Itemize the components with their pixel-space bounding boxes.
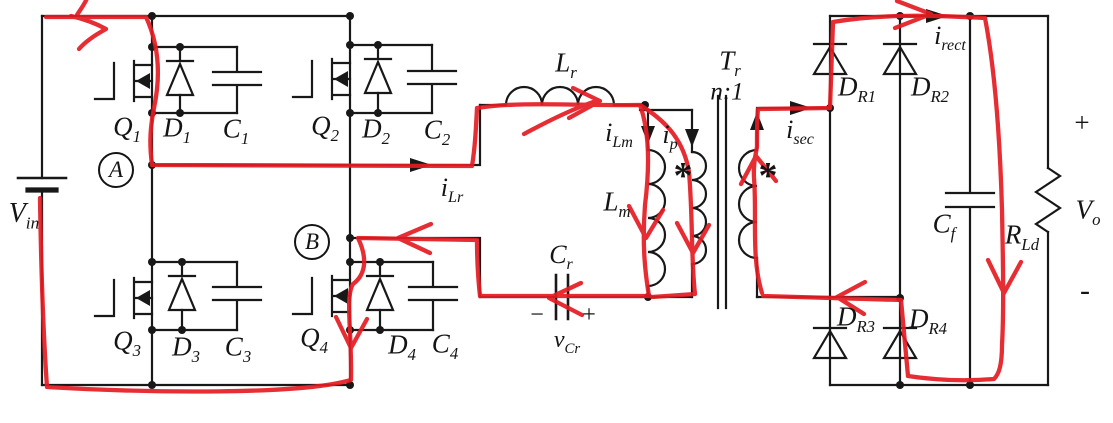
transformer-core (716, 94, 728, 310)
label-cr-minus: − (530, 302, 544, 328)
secondary-current-loop (751, 13, 1006, 383)
label-q2: Q2 (311, 110, 339, 145)
label-ip: ip (662, 120, 678, 154)
diode-d3 (167, 260, 197, 332)
label-isec: isec (786, 115, 814, 149)
label-ilm: iLm (605, 118, 633, 152)
diode-d1 (165, 45, 195, 115)
label-dr2: DR2 (910, 71, 950, 106)
diode-d4 (365, 260, 395, 332)
label-c2: C2 (423, 114, 451, 149)
label-c1: C1 (222, 113, 250, 148)
label-d3: D3 (172, 331, 200, 366)
label-c3: C3 (224, 331, 252, 366)
secondary-bottom-left-arrowhead (834, 279, 868, 317)
diode-d2 (363, 43, 393, 115)
secondary-up-arrowhead (738, 153, 779, 187)
mosfet-q2 (291, 43, 434, 115)
secondary-dot-marker: * (758, 155, 778, 197)
current-annotations (37, 0, 1024, 394)
capacitor-c1 (211, 45, 263, 115)
primary-loop-entry-arrow (68, 13, 109, 52)
label-d1: D1 (163, 112, 191, 147)
label-lr: Lr (555, 47, 577, 82)
capacitor-c2 (406, 43, 458, 115)
primary-dot-marker: * (673, 155, 693, 197)
label-q4: Q4 (300, 322, 328, 357)
label-c4: C4 (431, 328, 459, 363)
label-vo: Vo (1075, 194, 1101, 229)
mosfet-q3 (93, 260, 239, 332)
cr-left-arrowhead (546, 280, 585, 318)
label-ilr: iLr (440, 173, 464, 207)
irect-red-arrowhead (892, 0, 934, 31)
capacitor-c4 (407, 260, 459, 332)
label-vin: Vin (8, 198, 40, 233)
label-vcr: vCr (553, 327, 581, 357)
load-down-arrowhead (985, 257, 1024, 296)
lr-arrow-tail (521, 98, 599, 137)
label-dr3: DR3 (836, 301, 876, 336)
leg2-down-arrowhead (333, 314, 370, 351)
primary-winding-branch (637, 102, 698, 300)
lr-arrowhead (566, 85, 603, 121)
secondary-winding (737, 101, 902, 299)
rectifier-diode-dr4 (882, 326, 918, 360)
label-rld: RLd (1004, 219, 1040, 254)
label-irect: irect (934, 21, 966, 55)
label-cf: Cf (932, 208, 956, 243)
label-cr: Cr (549, 240, 573, 274)
capacitor-c3 (211, 260, 263, 332)
rectifier-diode-dr3 (812, 326, 848, 360)
b-wire-left-arrowhead (395, 221, 434, 256)
node-b-badge: B (294, 224, 330, 260)
label-d4: D4 (388, 329, 416, 364)
label-q1: Q1 (113, 111, 141, 146)
label-d2: D2 (362, 113, 390, 148)
rectifier-diode-dr2 (882, 42, 918, 76)
label-vo-minus: - (1080, 274, 1090, 307)
label-turns-ratio: n:1 (710, 78, 744, 106)
label-lm: Lm (603, 186, 631, 221)
filter-capacitor-cf (944, 14, 996, 387)
label-dr1: DR1 (837, 71, 877, 106)
mosfet-q1 (93, 45, 239, 115)
node-a-badge: A (98, 152, 134, 188)
lm-down-arrowhead (626, 203, 666, 241)
label-vo-plus: + (1074, 107, 1090, 138)
label-q3: Q3 (113, 325, 141, 360)
ip-down-arrowhead (674, 220, 712, 256)
label-tr: Tr (719, 45, 741, 80)
primary-current-loop (37, 14, 652, 394)
label-dr4: DR4 (908, 303, 948, 338)
label-cr-plus: + (582, 302, 596, 328)
primary-loop-entry-stroke (74, 0, 89, 18)
primary-winding (685, 108, 708, 299)
load-resistor-rld (1034, 14, 1062, 387)
